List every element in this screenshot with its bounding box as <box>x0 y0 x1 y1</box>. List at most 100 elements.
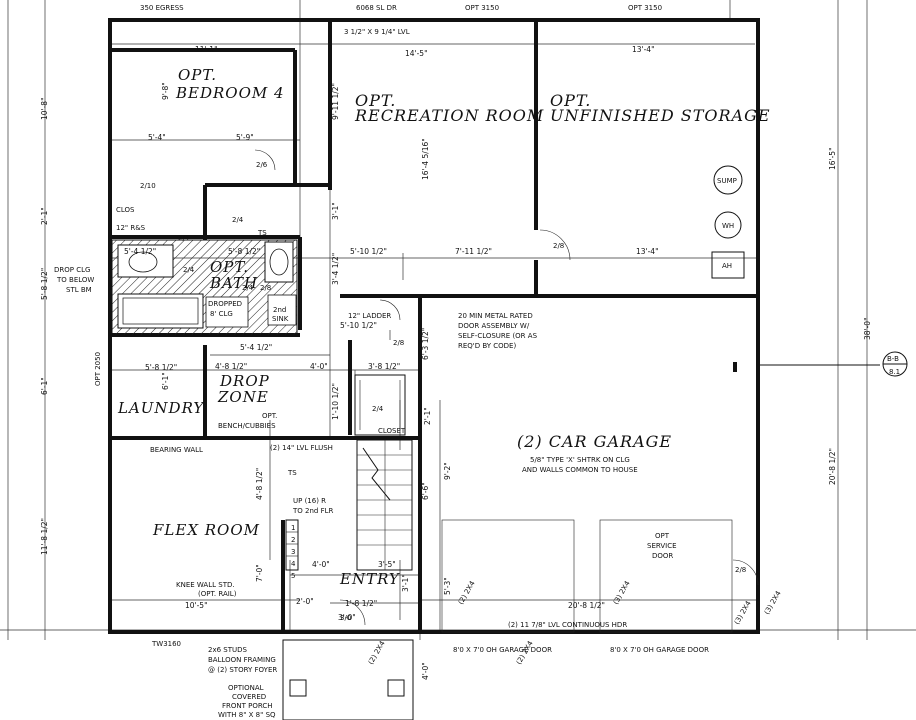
garage-label: (2) CAR GARAGE <box>517 432 672 451</box>
recreation-label-1: OPT. <box>355 91 396 110</box>
vdim-6-3: 6'-3 1/2" <box>421 328 430 360</box>
ah-box <box>711 251 745 279</box>
dim-5-4-half-b: 5'-4 1/2" <box>240 343 272 352</box>
post-4: (3) 2X4 <box>763 589 783 616</box>
vdim-4-8: 4'-8 1/2" <box>255 468 264 500</box>
opt-window-side: OPT 2050 <box>94 352 102 386</box>
up-note-2: TO 2nd FLR <box>292 507 333 515</box>
vdim-3-4: 3'-4 1/2" <box>331 253 340 285</box>
dropped-note-2: 8' CLG <box>210 310 233 318</box>
dim-4-0: 4'-0" <box>310 362 328 371</box>
ladder-note: 12" LADDER <box>348 312 391 320</box>
porch-3: FRONT PORCH <box>222 702 273 710</box>
section-top: B-B <box>887 355 899 363</box>
vdim-16-4: 16'-4 5/16" <box>421 138 430 180</box>
bearing-wall-note: BEARING WALL <box>150 446 203 454</box>
vdim-2-1: 2'-1" <box>40 207 49 225</box>
dim-13-4-top: 13'-4" <box>632 45 655 54</box>
stair-num-2: 2 <box>291 536 295 544</box>
rs-note: 12" R&S <box>116 224 146 232</box>
drop-clg-note-2: TO BELOW <box>56 276 94 284</box>
dim-5-9: 5'-9" <box>236 133 254 142</box>
metal-door-4: REQ'D BY CODE) <box>458 342 516 350</box>
dim-5-10: 5'-10 1/2" <box>350 247 387 256</box>
post-2: (3) 2X4 <box>612 579 632 606</box>
vdim-11-8: 11'-8 1/2" <box>40 518 49 555</box>
garage-door-2: 8'0 X 7'0 OH GARAGE DOOR <box>610 646 709 654</box>
knee-wall-1: KNEE WALL STD. <box>176 581 235 589</box>
storage-label-1: OPT. <box>550 91 591 110</box>
bath-label-2: BATH <box>209 274 258 292</box>
dim-4-0-b: 4'-0" <box>312 560 330 569</box>
dim-5-8-half-b: 5'-8 1/2" <box>145 363 177 372</box>
closet-note: CLOSET <box>378 427 406 435</box>
window-tw: TW3160 <box>151 640 181 648</box>
bedroom4-label-1: OPT. <box>178 66 217 84</box>
dim-5-8-half: 5'-8 1/2" <box>228 247 260 256</box>
laundry-label: LAUNDRY <box>117 399 205 417</box>
door-d7: 2/8 <box>393 339 404 347</box>
post-1: (2) 2X4 <box>457 579 477 606</box>
door-d11: 2/8 <box>260 284 271 292</box>
sump-circle <box>713 165 743 195</box>
door-d8: 2/4 <box>372 405 384 413</box>
porch-1: OPTIONAL <box>228 684 264 692</box>
ah-label: AH <box>722 262 732 270</box>
stair-num-4: 4 <box>291 560 296 568</box>
studs-1: 2x6 STUDS <box>208 646 248 654</box>
vdim-3-1b: 3'-1" <box>401 574 410 592</box>
lvl-header-note: (2) 11 7/8" LVL CONTINUOUS HDR <box>508 621 627 629</box>
dim-4-8: 4'-8 1/2" <box>215 362 247 371</box>
ts-note: TS <box>287 469 297 477</box>
metal-door-1: 20 MIN METAL RATED <box>458 312 533 320</box>
vdim-2-1b: 2'-1" <box>423 407 432 425</box>
stair-num-1: 1 <box>291 524 295 532</box>
service-door-1: OPT <box>655 532 670 540</box>
studs-3: @ (2) STORY FOYER <box>208 666 277 674</box>
dim-2-0: 2'-0" <box>296 597 314 606</box>
vdim-6-1: 6'-1" <box>40 377 49 395</box>
porch-4: WITH 8" X 8" SQ <box>218 711 276 719</box>
vdim-4-0: 4'-0" <box>421 662 430 680</box>
lvl-flush-note: (2) 14" LVL FLUSH <box>270 444 333 452</box>
egress-label: 350 EGRESS <box>140 4 184 12</box>
vdim-6-1b: 6'-1" <box>161 372 170 390</box>
dim-1-8: 1'-8 1/2" <box>345 599 377 608</box>
knee-wall-2: (OPT. RAIL) <box>198 590 237 598</box>
stair-num-3: 3 <box>291 548 295 556</box>
door-d3: 2/4 <box>232 216 244 224</box>
flex-room-label: FLEX ROOM <box>152 521 260 539</box>
bench-note-2: BENCH/CUBBIES <box>218 422 276 430</box>
vdim-7-0: 7'-0" <box>255 564 264 582</box>
studs-2: BALLOON FRAMING <box>208 656 276 664</box>
drop-clg-note-1: DROP CLG <box>54 266 90 274</box>
garage-doors <box>441 519 733 633</box>
stair-num-5: 5 <box>291 572 295 580</box>
door-swings <box>254 149 759 626</box>
vdim-20-8: 20'-8 1/2" <box>828 448 837 485</box>
door-d6: 2/8 <box>553 242 564 250</box>
door-d10: 3/0 <box>340 614 351 622</box>
dim-11-1: 11'-1" <box>195 45 218 54</box>
vdim-5-3: 5'-3" <box>443 577 452 595</box>
bath-fixtures <box>111 239 298 336</box>
vdim-10-8: 10'-8" <box>40 97 49 120</box>
metal-door-3: SELF-CLOSURE (OR AS <box>458 332 538 340</box>
bench-note-1: OPT. <box>262 412 277 420</box>
up-note-1: UP (16) R <box>293 497 326 505</box>
vdim-9-11: 9'-11 1/2" <box>331 83 340 120</box>
garage-door-1: 8'0 X 7'0 OH GARAGE DOOR <box>453 646 552 654</box>
lvl-label: 3 1/2" X 9 1/4" LVL <box>344 28 410 36</box>
garage-shtrk-2: AND WALLS COMMON TO HOUSE <box>522 466 638 474</box>
dim-5-4-half: 5'-4 1/2" <box>124 247 156 256</box>
vdim-38-0: 38'-0" <box>863 317 872 340</box>
sump-label: SUMP <box>717 177 737 185</box>
post-3: (3) 2X4 <box>733 599 753 626</box>
service-door-2: SERVICE <box>647 542 677 550</box>
bath-label-1: OPT. <box>210 258 249 276</box>
vdim-9-2: 9'-2" <box>443 462 452 480</box>
door-d2: 2/10 <box>140 182 156 190</box>
clos-note: CLOS <box>116 206 135 214</box>
sink-note-2: SINK <box>272 315 289 323</box>
service-door-3: DOOR <box>652 552 673 560</box>
